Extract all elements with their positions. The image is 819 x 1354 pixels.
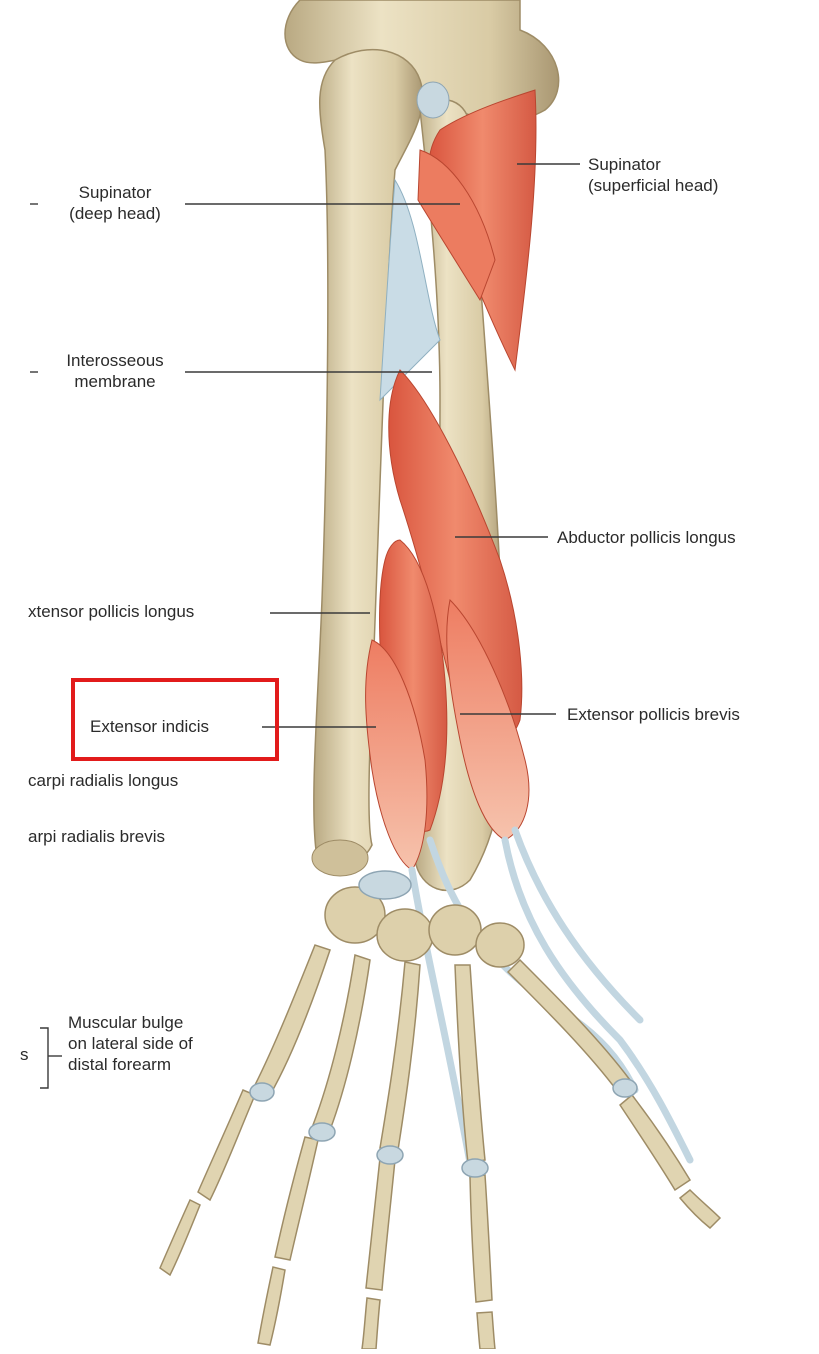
carpal-bones xyxy=(325,871,524,967)
label-abductor-pollicis-longus: Abductor pollicis longus xyxy=(557,527,736,548)
label-interosseous-line1: Interosseous xyxy=(40,350,190,371)
label-extensor-pollicis-longus: xtensor pollicis longus xyxy=(28,601,194,622)
label-muscular-bulge: Muscular bulge on lateral side of distal… xyxy=(68,1012,193,1075)
label-bulge-line2: on lateral side of xyxy=(68,1033,193,1054)
label-carpi-radialis-longus: carpi radialis longus xyxy=(28,770,178,791)
label-interosseous-membrane: Interosseous membrane xyxy=(40,350,190,392)
label-supinator-deep: Supinator (deep head) xyxy=(50,182,180,224)
label-supinator-superficial: Supinator (superficial head) xyxy=(588,154,718,196)
label-supinator-deep-line2: (deep head) xyxy=(50,203,180,224)
label-bulge-line3: distal forearm xyxy=(68,1054,193,1075)
highlight-box-extensor-indicis xyxy=(71,678,279,761)
label-bulge-left-fragment: s xyxy=(20,1044,29,1065)
bracket-muscular-bulge xyxy=(40,1028,48,1088)
label-supinator-deep-line1: Supinator xyxy=(50,182,180,203)
label-carpi-radialis-brevis: arpi radialis brevis xyxy=(28,826,165,847)
label-bulge-line1: Muscular bulge xyxy=(68,1012,193,1033)
label-supinator-superficial-line1: Supinator xyxy=(588,154,718,175)
label-interosseous-line2: membrane xyxy=(40,371,190,392)
label-supinator-superficial-line2: (superficial head) xyxy=(588,175,718,196)
label-extensor-pollicis-brevis: Extensor pollicis brevis xyxy=(567,704,740,725)
